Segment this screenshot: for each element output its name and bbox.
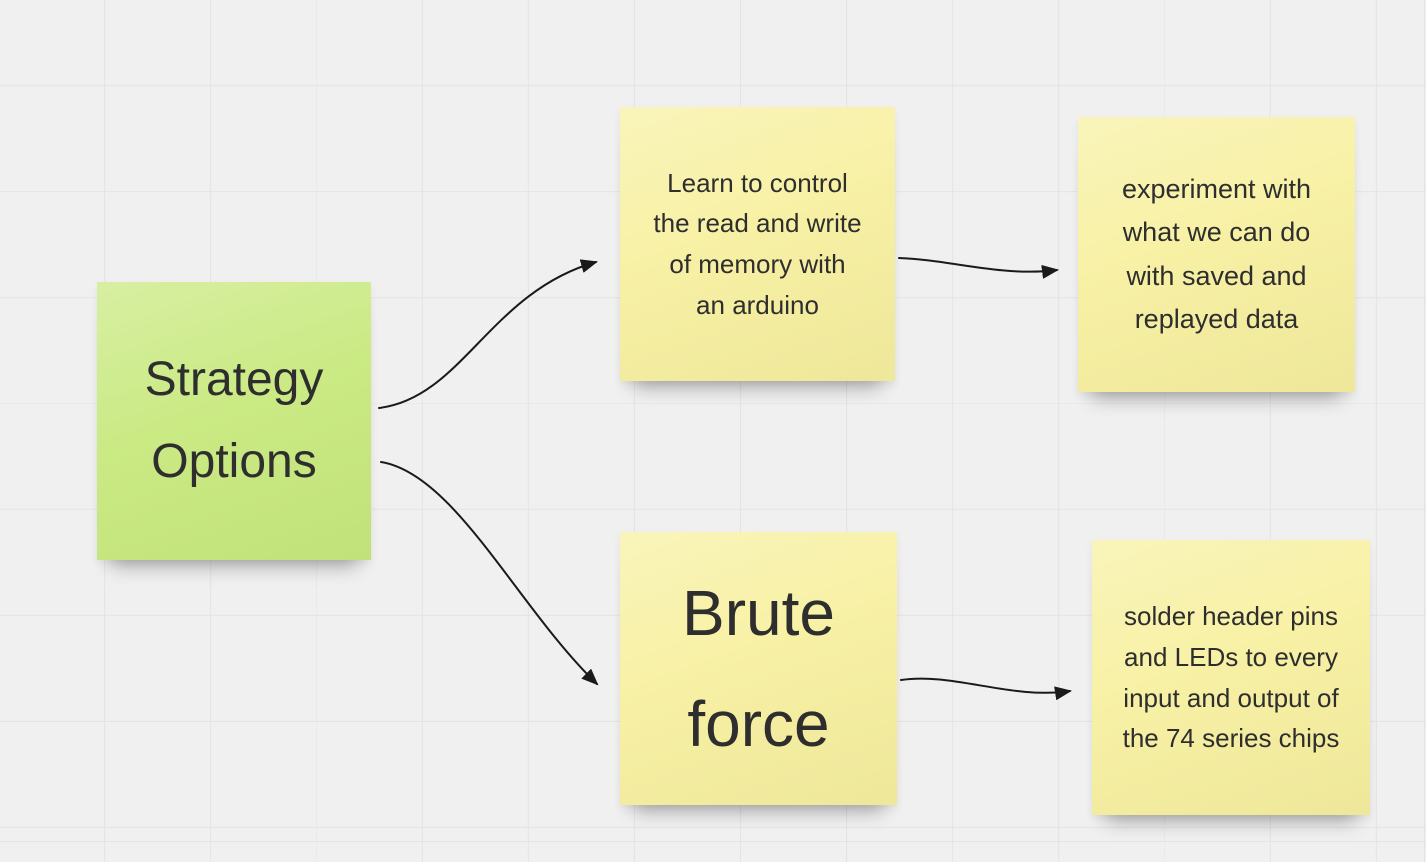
sticky-note-strategy-options[interactable]: Strategy Options [97,282,371,560]
sticky-note-brute-force[interactable]: Brute force [620,532,897,805]
arrow-brute-to-solder[interactable] [900,677,1072,701]
sticky-note-text: Learn to control the read and write of m… [653,167,862,320]
sticky-note-text: experiment with what we can do with save… [1121,174,1312,334]
sticky-note-experiment-data[interactable]: experiment with what we can do with save… [1078,117,1355,392]
arrow-strategy-to-brute[interactable] [380,461,599,686]
sticky-note-learn-arduino[interactable]: Learn to control the read and write of m… [620,107,895,381]
sticky-note-text: Brute force [682,577,835,760]
sticky-note-text: solder header pins and LEDs to every inp… [1122,601,1340,754]
sticky-note-text: Strategy Options [144,353,324,488]
arrow-strategy-to-learn[interactable] [378,259,598,409]
arrow-learn-to-experiment[interactable] [898,257,1059,279]
sticky-note-solder-pins[interactable]: solder header pins and LEDs to every inp… [1092,540,1370,815]
